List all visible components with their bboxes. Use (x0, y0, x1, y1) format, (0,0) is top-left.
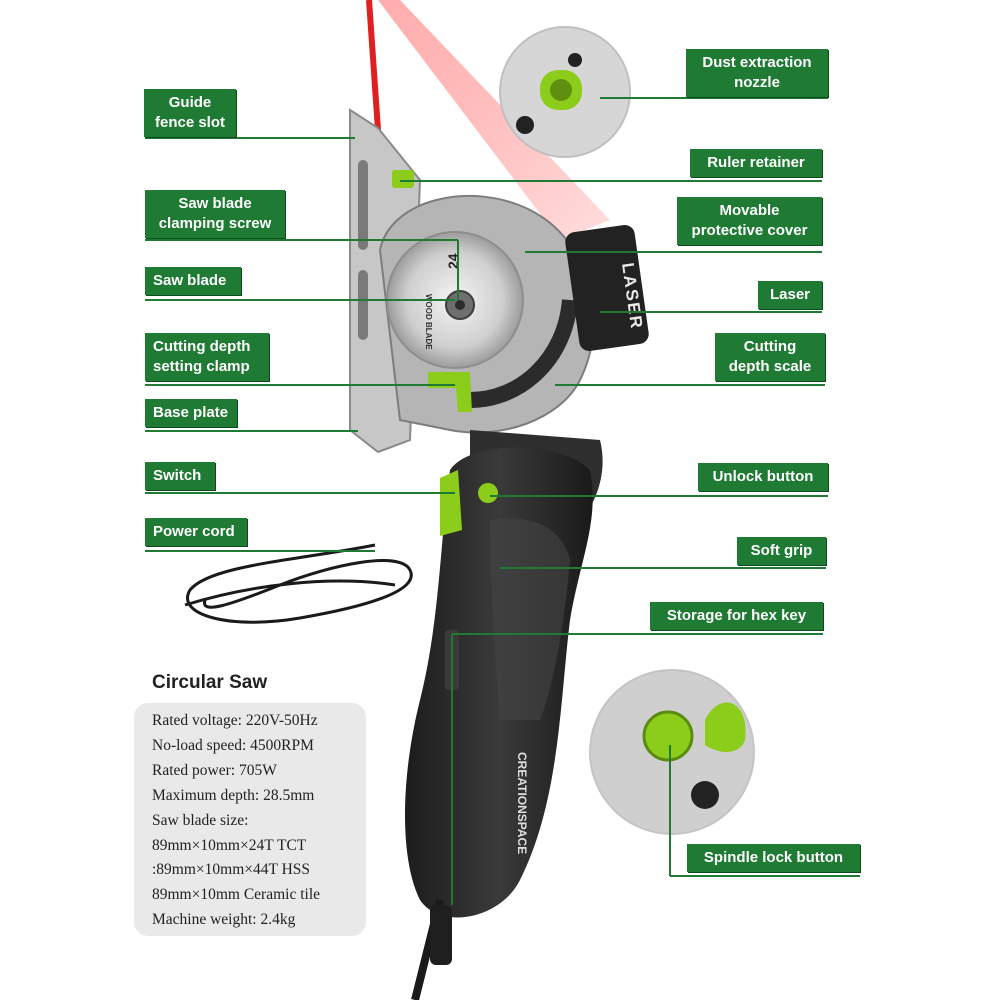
spec-line: 89mm×10mm Ceramic tile (152, 886, 321, 904)
callout-laser: Laser (758, 281, 822, 309)
callout-saw-blade-clamping-screw: Saw blade clamping screw (145, 190, 285, 238)
callout-power-cord: Power cord (145, 518, 247, 546)
dust-nozzle-opening (550, 79, 572, 101)
fence-slot (358, 160, 368, 250)
spindle-lock-green-part (705, 702, 746, 752)
callout-cutting-depth-scale: Cutting depth scale (715, 333, 825, 381)
spec-line: Saw blade size: (152, 811, 249, 829)
laser-module (565, 225, 649, 351)
spindle-lock-hole (691, 781, 719, 809)
callout-base-plate: Base plate (145, 399, 237, 427)
callout-dust-extraction-nozzle: Dust extraction nozzle (686, 49, 828, 97)
spec-line: Machine weight: 2.4kg (152, 911, 296, 929)
switch-trigger (440, 470, 462, 536)
spec-line: Rated voltage: 220V-50Hz (152, 712, 318, 729)
power-cord-coil (184, 543, 413, 624)
dust-screw-bottom (516, 116, 534, 134)
specs-title: Circular Saw (152, 672, 268, 693)
callout-switch: Switch (145, 462, 215, 490)
callout-saw-blade: Saw blade (145, 267, 241, 295)
callout-movable-protective-cover: Movable protective cover (677, 197, 822, 245)
depth-scale-arc (469, 299, 578, 408)
spec-line: No-load speed: 4500RPM (152, 736, 314, 754)
fence-slot-lower (358, 270, 368, 340)
specs-panel: Rated voltage: 220V-50Hz No-load speed: … (134, 703, 366, 936)
spec-line: Rated power: 705W (152, 761, 277, 779)
leader-lines (145, 97, 860, 905)
dust-screw-top (568, 53, 582, 67)
cord-strain-relief (430, 905, 452, 965)
unlock-button-knob (478, 483, 498, 503)
ruler-retainer-knob (392, 170, 414, 188)
callout-storage-for-hex-key: Storage for hex key (650, 602, 823, 630)
spindle-lock-button-knob (642, 710, 694, 762)
callout-guide-fence-slot: Guide fence slot (144, 89, 236, 137)
blade-type-text: WOOD BLADE (424, 294, 433, 350)
spec-line: :89mm×10mm×44T HSS (152, 861, 311, 879)
spec-line: Maximum depth: 28.5mm (152, 786, 315, 804)
spec-line: 89mm×10mm×24T TCT (152, 836, 307, 854)
callout-unlock-button: Unlock button (698, 463, 828, 491)
depth-clamp-lever (428, 372, 472, 412)
brand-logo-text: CREATIONSPACE (515, 752, 529, 854)
callout-spindle-lock-button: Spindle lock button (687, 844, 860, 872)
callout-cutting-depth-setting-clamp: Cutting depth setting clamp (145, 333, 269, 381)
callout-soft-grip: Soft grip (737, 537, 826, 565)
laser-line (366, 0, 381, 131)
callout-ruler-retainer: Ruler retainer (690, 149, 822, 177)
clamping-screw (455, 300, 465, 310)
